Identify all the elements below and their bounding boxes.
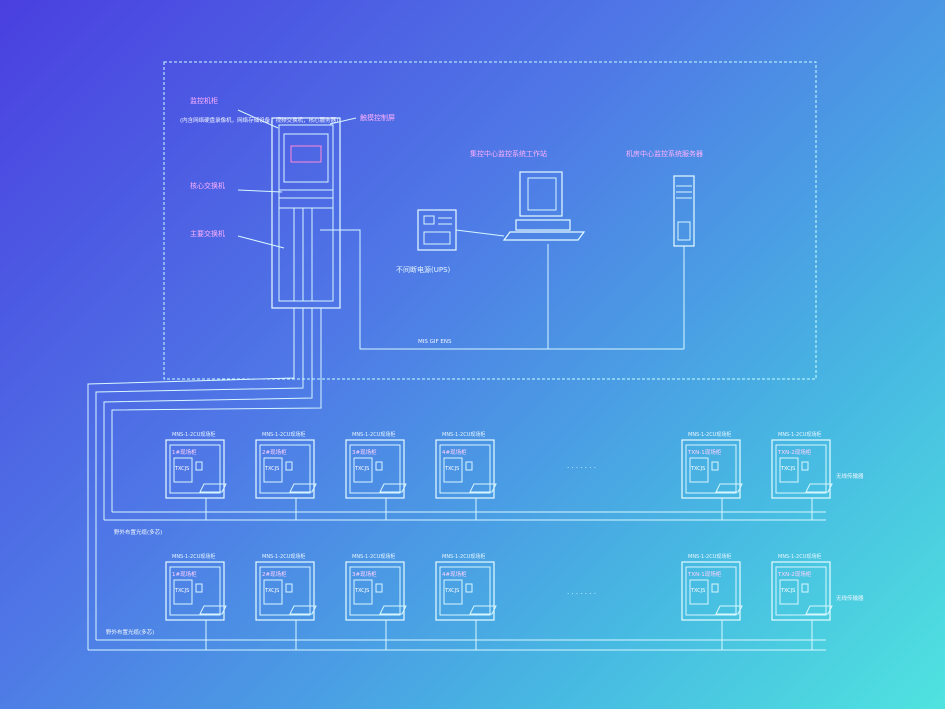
rack-label-monitor: 监控机柜 <box>190 96 218 105</box>
svg-text:MNS-1-2CU现场柜: MNS-1-2CU现场柜 <box>262 553 305 560</box>
svg-text:TXCJS: TXCJS <box>690 588 705 594</box>
row2-cabinet-2: MNS-1-2CU现场柜 2#现场柜 TXCJS <box>255 553 317 650</box>
svg-text:MNS-1-2CU现场柜: MNS-1-2CU现场柜 <box>688 553 731 560</box>
svg-text:TXCJS: TXCJS <box>264 466 279 472</box>
rack-label-main-switch: 主要交换机 <box>190 229 225 238</box>
svg-text:TXCJS: TXCJS <box>444 588 459 594</box>
row1-end-label: 无线传输器 <box>836 472 864 480</box>
svg-text:TXCJS: TXCJS <box>354 466 369 472</box>
workstation-computer <box>502 171 586 241</box>
row1-cabinet-6: MNS-1-2CU现场柜 TXN-2现场柜 TXCJS <box>771 431 833 520</box>
ups-label: 不间断电源(UPS) <box>396 265 451 274</box>
row2-cabinet-6: MNS-1-2CU现场柜 TXN-2现场柜 TXCJS <box>771 553 833 650</box>
svg-text:TXCJS: TXCJS <box>174 588 189 594</box>
touch-screen-label: 触摸控制屏 <box>360 113 395 122</box>
field-row-2: 野外布置光缆(多芯) · · · · · · · 无线传输器 MNS-1-2CU… <box>88 553 864 651</box>
row2-cabinet-3: MNS-1-2CU现场柜 3#现场柜 TXCJS <box>345 553 407 650</box>
rack-label-core-switch: 核心交换机 <box>190 181 225 190</box>
row2-bus-label: 野外布置光缆(多芯) <box>106 628 154 636</box>
svg-text:2#现场柜: 2#现场柜 <box>262 570 287 578</box>
svg-text:3#现场柜: 3#现场柜 <box>352 448 377 456</box>
row2-ellipsis: · · · · · · · <box>567 590 596 598</box>
svg-text:TXN-2现场柜: TXN-2现场柜 <box>777 570 812 578</box>
svg-text:MNS-1-2CU现场柜: MNS-1-2CU现场柜 <box>778 553 821 560</box>
svg-text:4#现场柜: 4#现场柜 <box>442 570 467 578</box>
svg-text:TXN-1现场柜: TXN-1现场柜 <box>687 448 722 456</box>
server-label: 机房中心监控系统服务器 <box>626 149 703 158</box>
row2-cabinet-4: MNS-1-2CU现场柜 4#现场柜 TXCJS <box>435 553 497 650</box>
row1-bus-label: 野外布置光缆(多芯) <box>114 528 162 536</box>
svg-text:3#现场柜: 3#现场柜 <box>352 570 377 578</box>
svg-text:MNS-1-2CU现场柜: MNS-1-2CU现场柜 <box>688 431 731 438</box>
row2-end-label: 无线传输器 <box>836 594 864 602</box>
svg-text:MNS-1-2CU现场柜: MNS-1-2CU现场柜 <box>442 431 485 438</box>
monitor-rack <box>271 117 341 309</box>
svg-text:MNS-1-2CU现场柜: MNS-1-2CU现场柜 <box>352 553 395 560</box>
row2-cabinet-1: MNS-1-2CU现场柜 1#现场柜 TXCJS <box>165 553 227 650</box>
svg-text:TXCJS: TXCJS <box>174 466 189 472</box>
row1-cabinet-5: MNS-1-2CU现场柜 TXN-1现场柜 TXCJS <box>681 431 743 520</box>
svg-text:TXN-2现场柜: TXN-2现场柜 <box>777 448 812 456</box>
svg-text:TXCJS: TXCJS <box>444 466 459 472</box>
svg-text:MNS-1-2CU现场柜: MNS-1-2CU现场柜 <box>778 431 821 438</box>
svg-text:MNS-1-2CU现场柜: MNS-1-2CU现场柜 <box>442 553 485 560</box>
svg-text:TXCJS: TXCJS <box>780 466 795 472</box>
row1-cabinet-4: MNS-1-2CU现场柜 4#现场柜 TXCJS <box>435 431 497 520</box>
svg-text:TXCJS: TXCJS <box>264 588 279 594</box>
rack-sublabel: (内含网络硬盘录像机，网络存储设备，视频交换机，核心服务器) <box>180 116 338 124</box>
row2-cabinet-5: MNS-1-2CU现场柜 TXN-1现场柜 TXCJS <box>681 553 743 650</box>
svg-text:TXCJS: TXCJS <box>354 588 369 594</box>
svg-text:1#现场柜: 1#现场柜 <box>172 448 197 456</box>
svg-text:1#现场柜: 1#现场柜 <box>172 570 197 578</box>
rack-screen <box>290 145 322 163</box>
svg-text:4#现场柜: 4#现场柜 <box>442 448 467 456</box>
svg-text:TXCJS: TXCJS <box>780 588 795 594</box>
svg-text:TXCJS: TXCJS <box>690 466 705 472</box>
svg-text:MNS-1-2CU现场柜: MNS-1-2CU现场柜 <box>352 431 395 438</box>
svg-text:MNS-1-2CU现场柜: MNS-1-2CU现场柜 <box>172 553 215 560</box>
workstation-label: 集控中心监控系统工作站 <box>470 149 547 158</box>
control-room-boundary <box>163 61 817 380</box>
svg-text:MNS-1-2CU现场柜: MNS-1-2CU现场柜 <box>262 431 305 438</box>
server-tower <box>673 175 695 247</box>
svg-text:2#现场柜: 2#现场柜 <box>262 448 287 456</box>
row1-cabinet-3: MNS-1-2CU现场柜 3#现场柜 TXCJS <box>345 431 407 520</box>
ups-unit <box>417 209 457 251</box>
network-label: MIS GIF ENS <box>418 339 452 345</box>
svg-text:MNS-1-2CU现场柜: MNS-1-2CU现场柜 <box>172 431 215 438</box>
row1-ellipsis: · · · · · · · <box>567 464 596 472</box>
svg-text:TXN-1现场柜: TXN-1现场柜 <box>687 570 722 578</box>
row1-cabinet-2: MNS-1-2CU现场柜 2#现场柜 TXCJS <box>255 431 317 520</box>
row1-cabinet-1: MNS-1-2CU现场柜 1#现场柜 TXCJS <box>165 431 227 520</box>
field-row-1: 野外布置光缆(多芯) · · · · · · · 无线传输器 MNS-1-2CU… <box>104 431 864 536</box>
